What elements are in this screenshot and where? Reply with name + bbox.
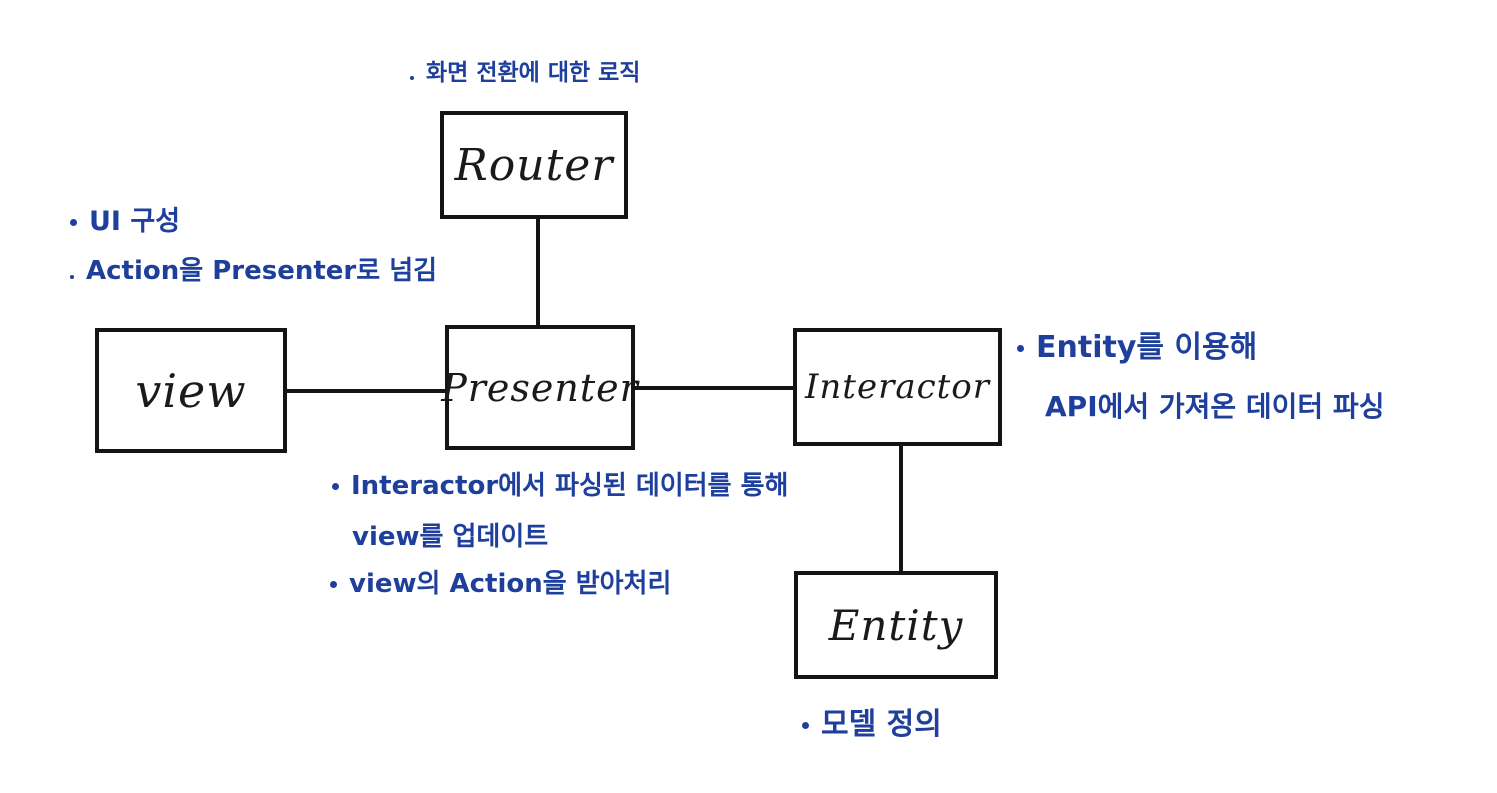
presenter-box: Presenter bbox=[441, 325, 638, 450]
presenter-note-2: view를 업데이트 bbox=[352, 524, 548, 550]
interactor-note-text-2: API에서 가져온 데이터 파싱 bbox=[1045, 390, 1385, 423]
connector-presenter-interactor bbox=[633, 386, 796, 390]
entity-note-text: 모델 정의 bbox=[821, 707, 942, 742]
bullet-icon bbox=[802, 722, 809, 729]
entity-note: 모델 정의 bbox=[802, 710, 942, 740]
bullet-icon bbox=[1017, 345, 1024, 352]
router-note: 화면 전환에 대한 로직 bbox=[410, 62, 640, 85]
connector-interactor-entity bbox=[899, 446, 903, 574]
interactor-note-text-1: Entity를 이용해 bbox=[1036, 330, 1258, 365]
view-note-1: UI 구성 bbox=[70, 208, 180, 235]
bullet-icon bbox=[70, 275, 74, 279]
interactor-label: Interactor bbox=[804, 367, 991, 407]
router-label: Router bbox=[454, 139, 614, 191]
presenter-note-1: Interactor에서 파싱된 데이터를 통해 bbox=[332, 473, 788, 499]
bullet-icon bbox=[410, 76, 414, 80]
router-box: Router bbox=[440, 111, 628, 219]
connector-router-presenter bbox=[536, 218, 540, 328]
presenter-note-text-2: view를 업데이트 bbox=[352, 522, 549, 552]
bullet-icon bbox=[330, 581, 337, 588]
presenter-note-3: view의 Action을 받아처리 bbox=[330, 571, 671, 597]
view-label: view bbox=[135, 363, 247, 418]
entity-box: Entity bbox=[794, 571, 998, 679]
presenter-label: Presenter bbox=[441, 365, 639, 410]
bullet-icon bbox=[332, 483, 339, 490]
bullet-icon bbox=[70, 219, 77, 226]
interactor-box: Interactor bbox=[793, 328, 1002, 446]
presenter-note-text-3: view의 Action을 받아처리 bbox=[349, 569, 672, 599]
view-note-text-1: UI 구성 bbox=[89, 206, 181, 237]
interactor-note-2: API에서 가져온 데이터 파싱 bbox=[1045, 393, 1384, 421]
presenter-note-text-1: Interactor에서 파싱된 데이터를 통해 bbox=[351, 471, 789, 501]
view-note-text-2: Action을 Presenter로 넘김 bbox=[86, 256, 438, 286]
connector-view-presenter bbox=[284, 389, 448, 393]
view-box: view bbox=[95, 328, 287, 453]
router-note-text: 화면 전환에 대한 로직 bbox=[426, 60, 641, 86]
entity-label: Entity bbox=[828, 600, 964, 650]
interactor-note-1: Entity를 이용해 bbox=[1017, 333, 1257, 363]
view-note-2: Action을 Presenter로 넘김 bbox=[70, 258, 437, 284]
